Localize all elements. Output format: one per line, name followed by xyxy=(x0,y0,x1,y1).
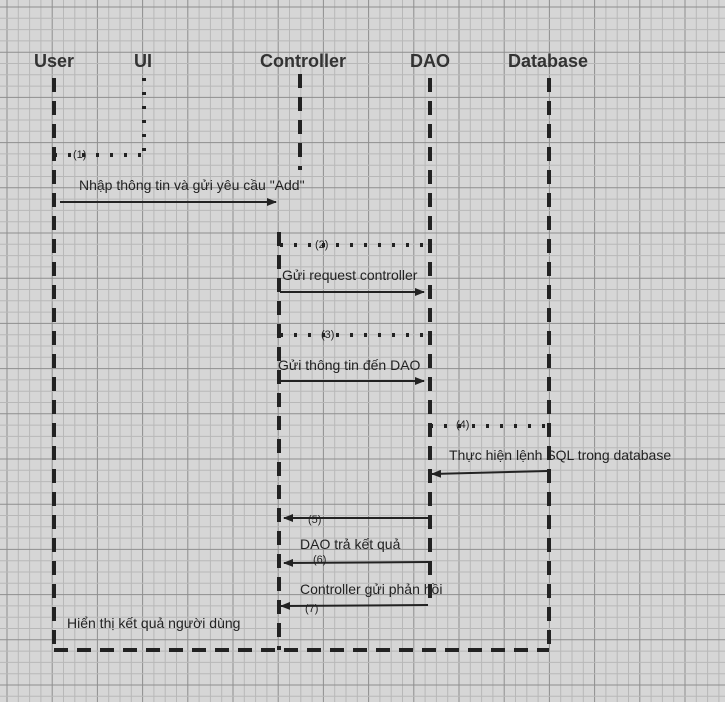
message-number-1: (1) xyxy=(73,149,86,161)
participant-ui: UI xyxy=(134,51,152,71)
participant-user: User xyxy=(34,51,74,71)
message-number-6: (6) xyxy=(313,554,326,566)
participant-database: Database xyxy=(508,51,588,71)
participant-controller: Controller xyxy=(260,51,346,71)
participant-dao: DAO xyxy=(410,51,450,71)
message-number-4: (4) xyxy=(456,419,469,431)
message-arrow-7 xyxy=(280,601,429,610)
message-label-7: Controller gửi phản hồi xyxy=(300,581,442,597)
message-label-3: Gửi thông tin đến DAO xyxy=(278,357,421,373)
message-number-7: (7) xyxy=(305,603,318,615)
message-label-6: DAO trả kết quả xyxy=(300,536,401,552)
final-result-label: Hiển thị kết quả người dùng xyxy=(67,615,240,631)
message-arrow-4 xyxy=(431,469,549,478)
message-arrow-6 xyxy=(283,558,429,567)
message-number-5: (5) xyxy=(308,514,321,526)
message-label-2: Gửi request controller xyxy=(282,267,418,283)
message-label-1: Nhập thông tin và gửi yêu cầu "Add" xyxy=(79,177,305,193)
message-label-4: Thực hiện lệnh SQL trong database xyxy=(449,447,671,463)
message-number-2: (2) xyxy=(315,239,328,251)
message-number-3: (3) xyxy=(321,329,334,341)
